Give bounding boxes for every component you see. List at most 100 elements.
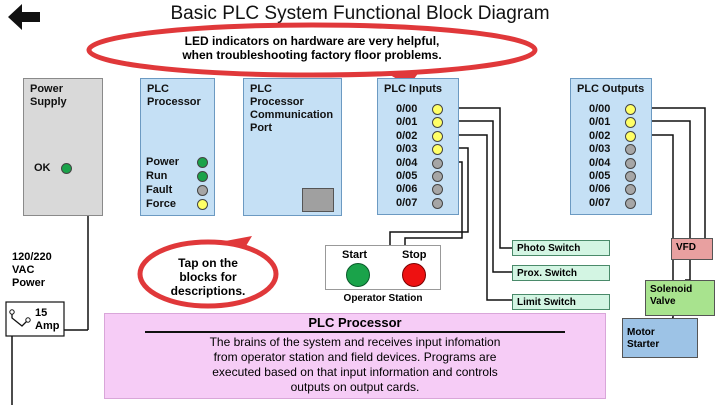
force-led [197, 199, 208, 210]
inputs-channel-label: 0/00 [396, 103, 418, 115]
power-led-label: Power [146, 156, 180, 168]
port-connector [302, 188, 334, 212]
fault-led [197, 185, 208, 196]
inputs-title: PLC Inputs [384, 83, 443, 95]
tap-line-3: descriptions. [170, 284, 246, 298]
outputs-channel-label: 0/02 [589, 129, 611, 142]
limit-switch-block[interactable]: Limit Switch [512, 294, 610, 310]
outputs-channel-label: 0/06 [589, 183, 611, 196]
inputs-channel-led [432, 130, 443, 142]
voltage-label: 120/220 VAC Power [12, 251, 52, 290]
communication-port-block[interactable]: PLC Processor Communication Port [243, 78, 342, 216]
inputs-channel-led [432, 104, 443, 115]
inputs-channel-label: 0/06 [396, 183, 418, 196]
inputs-channel-label: 0/03 [396, 143, 418, 156]
motor-label-2: Starter [627, 339, 660, 350]
motor-label-1: Motor [627, 327, 655, 338]
plc-processor-block[interactable]: PLC Processor Power Run Fault Force [140, 78, 215, 216]
tap-callout-text: Tap on the blocks for descriptions. [150, 256, 266, 298]
outputs-title: PLC Outputs [577, 83, 645, 95]
description-line-2: from operator station and field devices.… [213, 350, 497, 364]
inputs-channel-led [432, 157, 443, 169]
photo-switch-block[interactable]: Photo Switch [512, 240, 610, 256]
outputs-channel-led [625, 117, 636, 129]
fuse-line-1: 15 [35, 307, 48, 319]
inputs-channel-label: 0/07 [396, 196, 418, 209]
outputs-channel-led [625, 197, 636, 209]
port-label-3: Communication [250, 109, 334, 121]
outputs-channel-label: 0/01 [589, 116, 611, 129]
processor-label-2: Processor [147, 96, 201, 108]
fuse-label: 15 Amp [35, 307, 59, 333]
processor-label-1: PLC [147, 83, 169, 95]
outputs-channel-led [625, 144, 636, 156]
description-divider [145, 331, 565, 333]
port-label-1: PLC [250, 83, 272, 95]
inputs-channel-led [432, 117, 443, 129]
voltage-line-2: VAC [12, 264, 35, 276]
voltage-line-1: 120/220 [12, 251, 52, 263]
start-button[interactable] [346, 263, 370, 287]
start-label: Start [342, 249, 368, 261]
run-led-label: Run [146, 170, 168, 182]
outputs-channel-label: 0/04 [589, 156, 611, 169]
prox-switch-block[interactable]: Prox. Switch [512, 265, 610, 281]
inputs-channel-label: 0/04 [396, 156, 418, 169]
inputs-channel-led [432, 197, 443, 209]
description-line-1: The brains of the system and receives in… [209, 335, 501, 349]
solenoid-label-2: Valve [650, 296, 676, 307]
outputs-channel-label: 0/05 [589, 170, 611, 182]
led-callout-text: LED indicators on hardware are very help… [100, 34, 524, 62]
description-heading: PLC Processor [308, 315, 402, 330]
description-body: The brains of the system and receives in… [105, 335, 605, 395]
led-callout-bubble [86, 22, 538, 86]
inputs-channel-led [432, 184, 443, 196]
outputs-channel-label: 0/00 [589, 103, 611, 115]
description-line-4: outputs on output cards. [290, 380, 420, 394]
tap-line-2: blocks for [179, 270, 237, 284]
stop-label: Stop [402, 249, 427, 261]
solenoid-label-1: Solenoid [650, 284, 693, 295]
description-panel: PLC Processor The brains of the system a… [104, 313, 606, 399]
solenoid-valve-block[interactable]: Solenoid Valve [645, 280, 715, 316]
port-label-2: Processor [250, 96, 304, 108]
ok-led [61, 163, 72, 174]
power-led [197, 157, 208, 168]
back-arrow-icon[interactable] [8, 4, 42, 30]
outputs-channel-label: 0/03 [589, 143, 611, 156]
operator-station-label: Operator Station [343, 293, 423, 304]
port-label-4: Port [250, 122, 272, 134]
power-supply-block[interactable]: Power Supply OK [23, 78, 103, 216]
vfd-label: VFD [676, 242, 696, 253]
motor-starter-block[interactable]: Motor Starter [622, 318, 698, 358]
power-supply-label-1: Power [30, 83, 64, 95]
inputs-channel-label: 0/02 [396, 129, 418, 142]
fuse-line-2: Amp [35, 320, 60, 332]
run-led [197, 171, 208, 182]
outputs-channel-label: 0/07 [589, 196, 611, 209]
inputs-channel-label: 0/05 [396, 170, 418, 182]
outputs-channel-led [625, 104, 636, 115]
stop-button[interactable] [402, 263, 426, 287]
voltage-line-3: Power [12, 277, 46, 289]
outputs-channel-led [625, 130, 636, 142]
callout-line-1: LED indicators on hardware are very help… [184, 34, 440, 48]
diagram-title: Basic PLC System Functional Block Diagra… [170, 3, 550, 24]
outputs-channel-led [625, 184, 636, 196]
tap-callout-bubble [137, 236, 279, 309]
outputs-channel-led [625, 171, 636, 182]
fault-led-label: Fault [146, 184, 173, 196]
operator-station-block[interactable]: Start Stop [325, 245, 441, 290]
callout-line-2: when troubleshooting factory floor probl… [182, 48, 442, 62]
force-led-label: Force [146, 198, 176, 210]
inputs-channel-led [432, 171, 443, 182]
inputs-channel-led [432, 144, 443, 156]
inputs-channel-label: 0/01 [396, 116, 418, 129]
description-line-3: executed based on that input information… [212, 365, 498, 379]
outputs-channel-led [625, 157, 636, 169]
tap-line-1: Tap on the [178, 256, 238, 270]
vfd-block[interactable]: VFD [671, 238, 713, 260]
